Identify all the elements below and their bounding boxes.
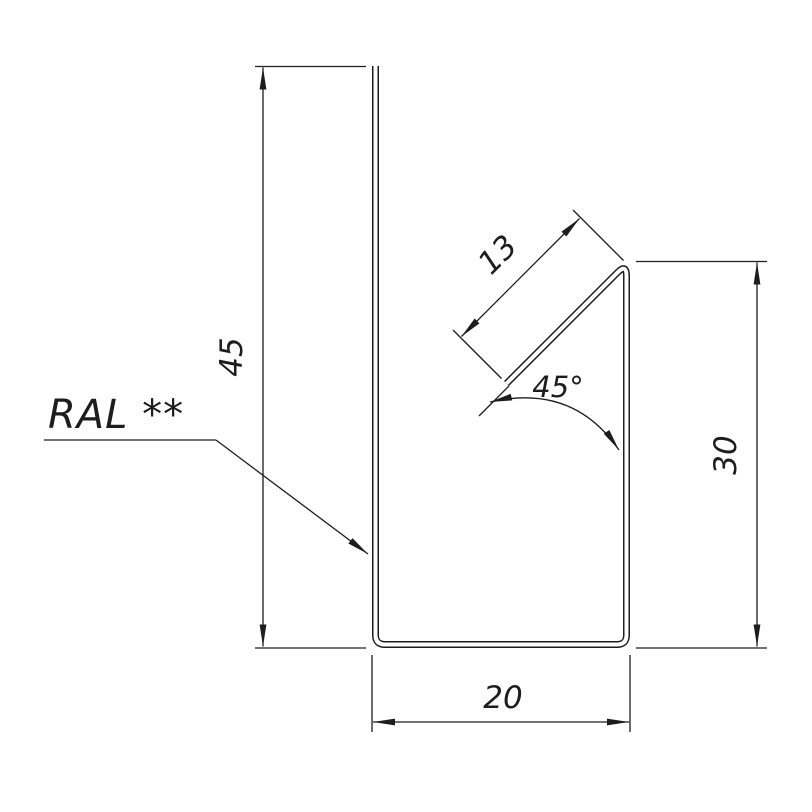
profile-outline xyxy=(372,66,630,648)
ral-leader-line xyxy=(215,439,369,555)
dimension-bend-angle: 45° xyxy=(478,370,620,451)
dimension-bottom-width: 20 xyxy=(371,655,631,732)
ral-callout: RAL ** xyxy=(44,392,369,555)
dimension-left-height: 45 xyxy=(214,65,366,649)
extension-line-tip xyxy=(452,329,502,379)
profile-sheet-inner xyxy=(373,66,629,647)
dimension-value-bottom-width: 20 xyxy=(483,680,522,716)
extension-line-bend xyxy=(572,209,624,261)
dimension-right-height: 30 xyxy=(636,260,767,649)
profile-sheet-outer xyxy=(372,66,630,648)
dimension-value-left-height: 45 xyxy=(214,337,250,376)
dimension-value-bend-angle: 45° xyxy=(532,370,583,404)
dimension-line xyxy=(461,218,580,337)
angle-arc xyxy=(489,393,620,451)
dimension-value-flange-length: 13 xyxy=(471,228,524,281)
ral-label: RAL ** xyxy=(48,392,184,438)
dimension-value-right-height: 30 xyxy=(708,435,744,474)
